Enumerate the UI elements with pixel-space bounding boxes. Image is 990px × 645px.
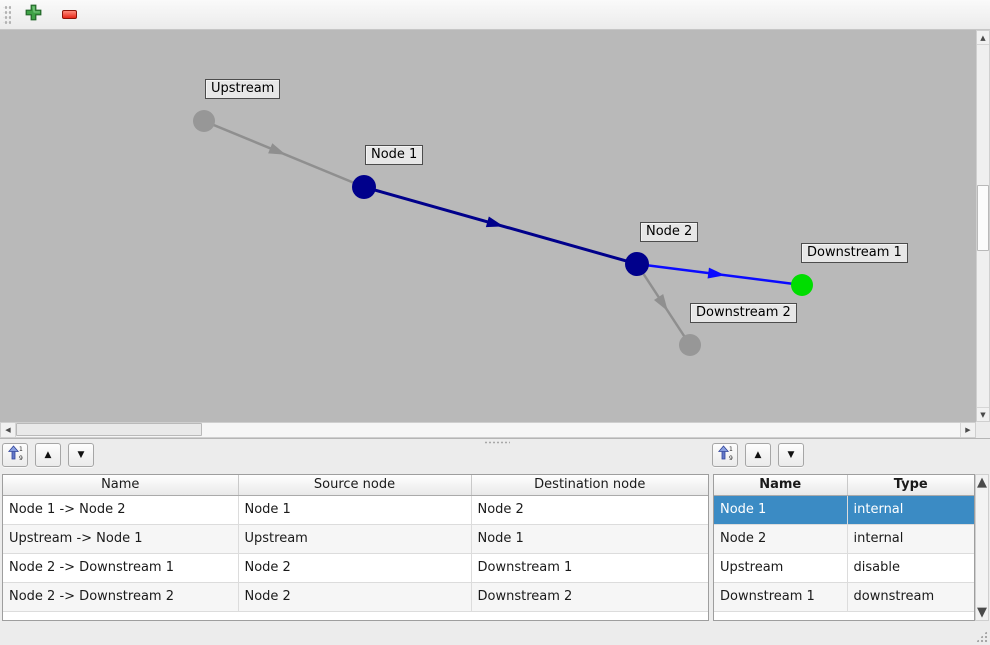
table-cell: Node 1	[471, 524, 708, 554]
column-header-name[interactable]: Name	[714, 475, 848, 496]
splitter-grip-icon	[484, 441, 510, 444]
graph-node-node-2[interactable]	[625, 252, 649, 276]
edge-arrow-icon	[485, 216, 504, 228]
move-down-icon: ▼	[787, 449, 795, 460]
table-cell: internal	[847, 524, 974, 554]
window-resize-grip[interactable]	[975, 630, 988, 643]
graph-node-downstream-1[interactable]	[791, 274, 813, 296]
sort-nodes-button[interactable]: 1 9	[712, 443, 738, 467]
move-edge-down-button[interactable]: ▼	[68, 443, 94, 467]
sort-edges-button[interactable]: 1 9	[2, 443, 28, 467]
edge-arrow-icon	[707, 267, 726, 279]
move-up-icon: ▲	[754, 449, 762, 460]
column-header-name[interactable]: Name	[3, 475, 239, 496]
remove-icon	[61, 10, 77, 19]
table-cell: Node 2	[471, 495, 708, 525]
svg-text:1: 1	[729, 446, 733, 453]
move-up-icon: ▲	[44, 449, 52, 460]
table-cell: Downstream 1	[471, 553, 708, 583]
edge-table: Name Source node Destination node Node 1…	[2, 474, 709, 621]
column-header-type[interactable]: Type	[847, 475, 974, 496]
add-icon	[25, 4, 42, 25]
canvas-vertical-scrollbar[interactable]: ▲ ▼	[976, 30, 990, 422]
graph-node-downstream-2[interactable]	[679, 334, 701, 356]
node-label[interactable]: Node 2	[640, 222, 699, 242]
table-cell: Downstream 1	[714, 582, 848, 612]
column-header-source-node[interactable]: Source node	[238, 475, 472, 496]
table-cell: Upstream -> Node 1	[3, 524, 239, 554]
scroll-down-icon[interactable]: ▼	[976, 605, 988, 620]
table-cell: Node 2	[238, 553, 472, 583]
node-label[interactable]: Upstream	[205, 79, 281, 99]
node-table-scrollbar[interactable]: ▲ ▼	[975, 474, 989, 621]
scroll-up-icon[interactable]: ▲	[976, 475, 988, 490]
add-node-button[interactable]	[19, 2, 47, 28]
move-edge-up-button[interactable]: ▲	[35, 443, 61, 467]
pane-splitter[interactable]	[0, 438, 990, 444]
svg-text:9: 9	[729, 455, 733, 461]
bottom-panel: 1 9 ▲ ▼ 1 9	[0, 438, 990, 645]
svg-text:1: 1	[19, 446, 23, 453]
table-cell: Node 1 -> Node 2	[3, 495, 239, 525]
sort-ascending-icon: 1 9	[7, 445, 23, 465]
table-cell: Node 1	[714, 495, 848, 525]
table-cell: Downstream 2	[471, 582, 708, 612]
table-cell: Node 2	[238, 582, 472, 612]
table-cell: Upstream	[238, 524, 472, 554]
svg-text:9: 9	[19, 455, 23, 461]
scroll-down-icon[interactable]: ▼	[977, 407, 989, 421]
edge-arrow-icon	[653, 293, 668, 312]
scrollbar-track[interactable]	[977, 45, 989, 407]
column-header-destination-node[interactable]: Destination node	[471, 475, 708, 496]
edge-table-toolbar: 1 9 ▲ ▼	[2, 443, 94, 467]
table-cell: downstream	[847, 582, 974, 612]
table-cell: disable	[847, 553, 974, 583]
scrollbar-track[interactable]	[16, 423, 960, 437]
scrollbar-thumb[interactable]	[977, 185, 989, 251]
scrollbar-thumb[interactable]	[16, 423, 202, 436]
graph-node-upstream[interactable]	[193, 110, 215, 132]
table-cell: Upstream	[714, 553, 848, 583]
node-label[interactable]: Downstream 2	[690, 303, 797, 323]
move-node-down-button[interactable]: ▼	[778, 443, 804, 467]
node-label[interactable]: Node 1	[365, 145, 424, 165]
node-label[interactable]: Downstream 1	[801, 243, 908, 263]
table-cell: Node 2	[714, 524, 848, 554]
canvas-horizontal-scrollbar[interactable]: ◀ ▶	[0, 422, 976, 438]
node-table-toolbar: 1 9 ▲ ▼	[712, 443, 804, 467]
remove-node-button[interactable]	[55, 2, 83, 28]
table-cell: Node 2 -> Downstream 2	[3, 582, 239, 612]
move-node-up-button[interactable]: ▲	[745, 443, 771, 467]
main-toolbar	[0, 0, 990, 30]
edge-arrow-icon	[268, 143, 286, 155]
scrollbar-corner	[976, 422, 990, 438]
scroll-left-icon[interactable]: ◀	[1, 423, 16, 437]
scrollbar-track[interactable]	[976, 490, 988, 605]
table-cell: Node 2 -> Downstream 1	[3, 553, 239, 583]
graph-node-node-1[interactable]	[352, 175, 376, 199]
move-down-icon: ▼	[77, 449, 85, 460]
table-cell: internal	[847, 495, 974, 525]
scroll-up-icon[interactable]: ▲	[977, 31, 989, 45]
table-cell: Node 1	[238, 495, 472, 525]
toolbar-drag-handle[interactable]	[3, 3, 11, 26]
sort-ascending-icon: 1 9	[717, 445, 733, 465]
scroll-right-icon[interactable]: ▶	[960, 423, 975, 437]
